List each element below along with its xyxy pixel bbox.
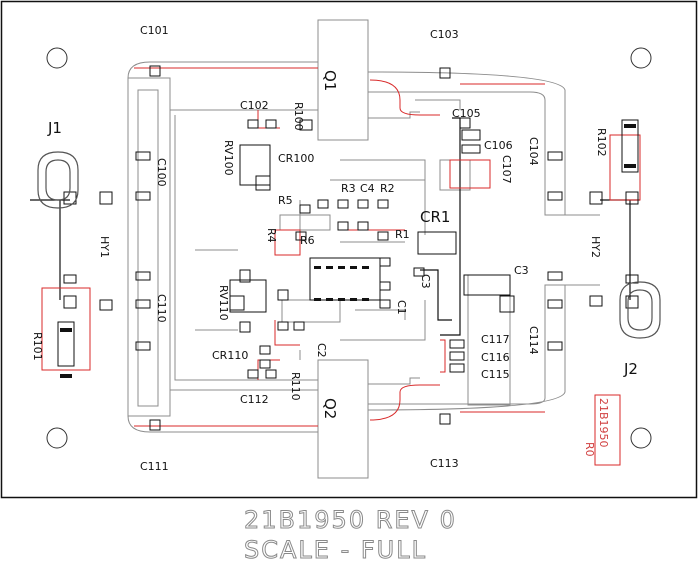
label-C107: C107 [500, 155, 513, 184]
label-RV100: RV100 [222, 140, 235, 176]
label-R1: R1 [395, 228, 410, 241]
label-R4: R4 [265, 228, 278, 243]
label-R100: R100 [292, 102, 305, 131]
label-C3-top: C3 [514, 264, 529, 277]
side-label-part: 21B1950 [597, 398, 610, 448]
label-HY1: HY1 [98, 236, 111, 258]
footer-line-2: SCALE - FULL [244, 536, 427, 562]
ic-bodies [58, 120, 638, 366]
mount-hole-icon [47, 48, 67, 68]
label-C105: C105 [452, 107, 481, 120]
part-number-side-label: 21B1950 R0 [583, 398, 610, 457]
label-C106: C106 [484, 139, 513, 152]
label-R6: R6 [300, 234, 315, 247]
label-CR100: CR100 [278, 152, 314, 165]
label-C112: C112 [240, 393, 269, 406]
label-HY2: HY2 [589, 236, 602, 258]
mount-hole-icon [47, 428, 67, 448]
side-label-rev: R0 [583, 442, 596, 457]
label-CR1: CR1 [420, 208, 450, 226]
label-C3-mid: C3 [419, 274, 432, 289]
label-Q1: Q1 [321, 70, 339, 91]
label-R110: R110 [289, 372, 302, 401]
label-C114: C114 [527, 326, 540, 355]
label-RV110: RV110 [217, 285, 230, 321]
label-C1: C1 [395, 300, 408, 315]
component-pads [64, 66, 638, 430]
label-C102: C102 [240, 99, 269, 112]
label-C110: C110 [155, 294, 168, 323]
label-J1: J1 [47, 119, 62, 137]
label-C116: C116 [481, 351, 510, 364]
label-C103: C103 [430, 28, 459, 41]
label-Q2: Q2 [321, 398, 339, 419]
label-C115: C115 [481, 368, 510, 381]
label-CR110: CR110 [212, 349, 248, 362]
label-R102: R102 [595, 128, 608, 157]
designator-labels: C101 C103 J1 Q1 R100 C102 RV100 CR100 C1… [31, 24, 638, 473]
trace-layer [128, 20, 600, 478]
label-R3: R3 [341, 182, 356, 195]
label-C104: C104 [527, 137, 540, 166]
mount-hole-icon [631, 428, 651, 448]
label-R5: R5 [278, 194, 293, 207]
label-C113: C113 [430, 457, 459, 470]
footer-line-1: 21B1950 REV 0 [244, 506, 457, 534]
label-C2: C2 [315, 343, 328, 358]
mount-hole-icon [631, 48, 651, 68]
label-C100: C100 [155, 158, 168, 187]
label-R101: R101 [31, 332, 44, 361]
label-C117: C117 [481, 333, 510, 346]
label-J2: J2 [623, 360, 638, 378]
sma-jack-icon [620, 282, 660, 338]
label-C4: C4 [360, 182, 375, 195]
label-C111: C111 [140, 460, 169, 473]
label-R2: R2 [380, 182, 395, 195]
label-C101: C101 [140, 24, 169, 37]
